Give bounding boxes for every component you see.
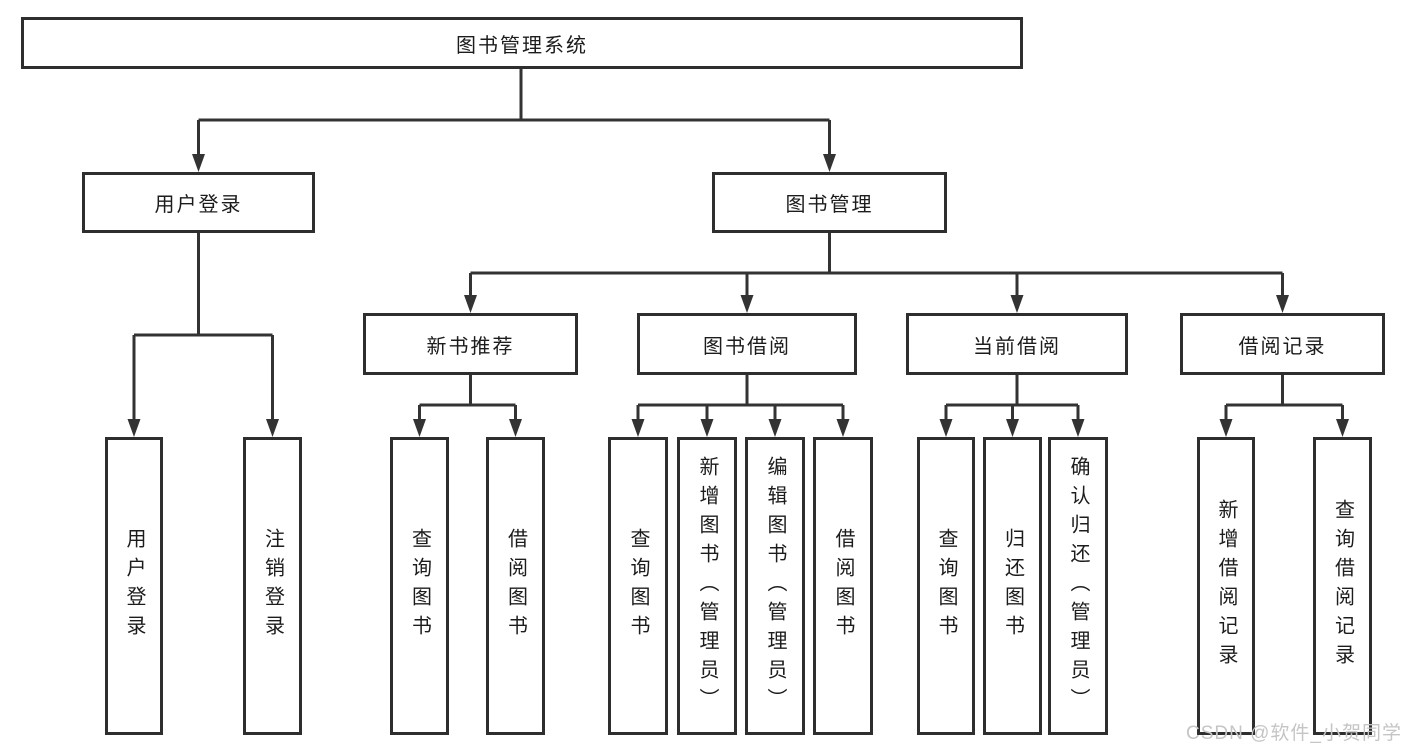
node-new-book-recommend-label: 新书推荐 [426, 335, 515, 358]
leaf-edit-book-admin: 编辑图书（管理员） [745, 437, 805, 735]
leaf-add-borrow-record: 新增借阅记录 [1197, 437, 1255, 735]
leaf-confirm-return-admin: 确认归还（管理员） [1048, 437, 1108, 735]
leaf-user-login: 用户登录 [105, 437, 163, 735]
node-book-management-label: 图书管理 [785, 194, 874, 216]
leaf-query-books-current-label: 查询图书 [935, 528, 957, 644]
leaf-logout: 注销登录 [243, 437, 302, 735]
node-book-management: 图书管理 [712, 172, 947, 233]
leaf-logout-label: 注销登录 [261, 528, 284, 644]
node-current-borrow: 当前借阅 [906, 313, 1128, 375]
leaf-add-book-admin-label: 新增图书（管理员） [696, 455, 718, 717]
node-book-borrow-label: 图书借阅 [703, 335, 791, 358]
node-borrow-records-label: 借阅记录 [1238, 335, 1327, 358]
node-user-login: 用户登录 [82, 172, 315, 233]
leaf-return-book: 归还图书 [983, 437, 1042, 735]
leaf-query-books-borrow-label: 查询图书 [627, 528, 649, 644]
leaf-query-books-borrow: 查询图书 [608, 437, 668, 735]
node-current-borrow-label: 当前借阅 [973, 335, 1061, 358]
leaf-add-borrow-record-label: 新增借阅记录 [1215, 499, 1237, 673]
watermark: CSDN @软件_小贺同学 [1186, 723, 1402, 744]
leaf-borrow-books-recommend: 借阅图书 [486, 437, 545, 735]
node-new-book-recommend: 新书推荐 [363, 313, 578, 375]
leaf-borrow-books-borrow: 借阅图书 [813, 437, 873, 735]
leaf-user-login-label: 用户登录 [123, 528, 145, 644]
leaf-query-borrow-record-label: 查询借阅记录 [1331, 499, 1354, 673]
node-root-label: 图书管理系统 [456, 34, 588, 57]
leaf-borrow-books-recommend-label: 借阅图书 [504, 528, 527, 644]
node-root: 图书管理系统 [21, 17, 1023, 69]
node-borrow-records: 借阅记录 [1180, 313, 1385, 375]
node-user-login-label: 用户登录 [154, 194, 243, 216]
leaf-edit-book-admin-label: 编辑图书（管理员） [764, 455, 786, 717]
leaf-borrow-books-borrow-label: 借阅图书 [832, 528, 854, 644]
leaf-query-borrow-record: 查询借阅记录 [1313, 437, 1372, 735]
leaf-query-books-recommend-label: 查询图书 [408, 528, 431, 644]
leaf-query-books-recommend: 查询图书 [390, 437, 449, 735]
leaf-return-book-label: 归还图书 [1001, 528, 1024, 644]
leaf-add-book-admin: 新增图书（管理员） [677, 437, 737, 735]
node-book-borrow: 图书借阅 [637, 313, 857, 375]
leaf-confirm-return-admin-label: 确认归还（管理员） [1067, 455, 1089, 717]
leaf-query-books-current: 查询图书 [917, 437, 975, 735]
